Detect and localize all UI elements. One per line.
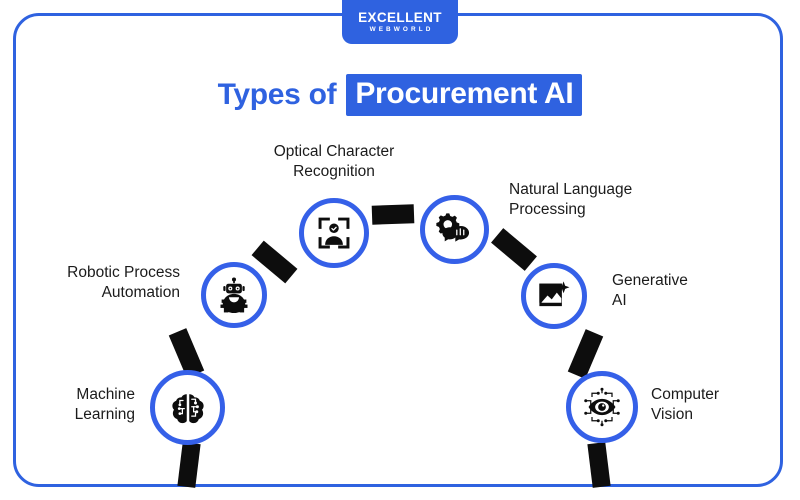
page-title-prefix: Types of xyxy=(217,78,337,111)
label-natural-language-processing: Natural Language Processing xyxy=(509,181,633,218)
node-computer-vision[interactable] xyxy=(566,371,638,443)
connector-dash-nlp-genai xyxy=(491,228,537,271)
node-natural-language-processing[interactable] xyxy=(420,195,489,264)
brain-icon xyxy=(168,388,208,428)
node-optical-character-recognition[interactable] xyxy=(299,198,369,268)
eye-circuit-icon xyxy=(582,387,622,427)
connector-dash-cv-bottom xyxy=(587,442,611,488)
gear-chat-icon xyxy=(436,211,473,248)
node-machine-learning[interactable] xyxy=(150,370,225,445)
brand-logo-tab: EXCELLENT WEBWORLD xyxy=(342,0,458,44)
face-scan-icon xyxy=(315,214,353,252)
image-sparkle-icon xyxy=(536,278,572,314)
label-optical-character-recognition: Optical Character Recognition xyxy=(273,143,395,180)
node-generative-ai[interactable] xyxy=(521,263,587,329)
page-title-highlight: Procurement AI xyxy=(346,74,583,116)
label-robotic-process-automation: Robotic Process Automation xyxy=(67,264,180,301)
label-generative-ai: Generative AI xyxy=(612,272,688,309)
robot-gear-icon xyxy=(216,277,252,313)
node-robotic-process-automation[interactable] xyxy=(201,262,267,328)
connector-dash-ocr-nlp xyxy=(371,204,415,225)
label-computer-vision: Computer Vision xyxy=(651,386,720,423)
label-machine-learning: Machine Learning xyxy=(74,386,135,423)
page-title: Types of Procurement AI xyxy=(0,74,800,116)
brand-logo-primary-text: EXCELLENT xyxy=(358,9,442,25)
connector-dash-ml-bottom xyxy=(177,442,201,488)
brand-logo-secondary-text: WEBWORLD xyxy=(369,26,434,34)
